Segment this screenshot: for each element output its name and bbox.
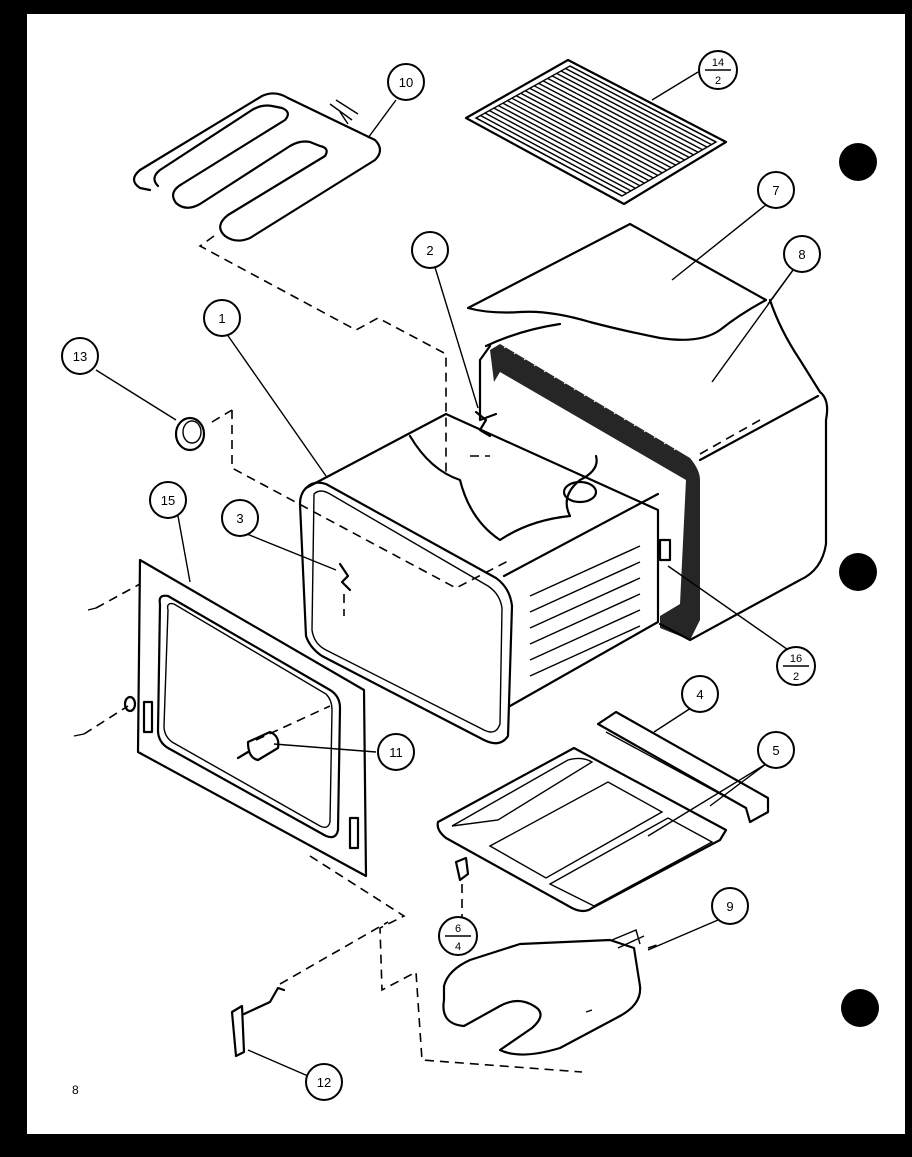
callout-13: 13: [61, 337, 99, 375]
callout-label: 1: [218, 311, 225, 326]
bake-element: [442, 929, 661, 1056]
callout-11: 11: [377, 733, 415, 771]
callout-9: 9: [711, 887, 749, 925]
callout-label: 13: [73, 349, 87, 364]
binder-hole: [839, 553, 877, 591]
fraction-bottom: 4: [455, 941, 461, 953]
callout-label: 11: [389, 745, 403, 760]
rack-clip: [338, 562, 352, 616]
callout-label: 8: [798, 247, 805, 262]
oven-rack: [464, 58, 728, 206]
callout-label: 12: [317, 1075, 331, 1090]
screw: [585, 1009, 593, 1013]
lens-leader: [211, 409, 233, 423]
callout-1: 1: [203, 299, 241, 337]
broil-element-leader: [198, 235, 447, 474]
terminal-leader: [279, 921, 389, 985]
window-leader: [231, 410, 511, 589]
callout-10: 10: [387, 63, 425, 101]
callout-2: 2: [411, 231, 449, 269]
door-frame: [136, 558, 368, 878]
callout-label: 7: [772, 183, 779, 198]
callout-label: 5: [772, 743, 779, 758]
callout-12: 12: [305, 1063, 343, 1101]
screw-leader: [83, 705, 129, 735]
binder-hole: [839, 143, 877, 181]
insulation-wrap: [478, 298, 829, 642]
terminal-block: [230, 986, 286, 1058]
fraction-callout-16-2: 16 2: [776, 646, 816, 686]
callout-8: 8: [783, 235, 821, 273]
fraction-bottom: 2: [793, 671, 799, 683]
grommet: [123, 695, 137, 713]
light-lens: [174, 416, 206, 452]
screw: [87, 607, 97, 611]
callout-4: 4: [681, 675, 719, 713]
heat-deflector: [596, 710, 770, 824]
sensor-leader: [255, 705, 331, 741]
callout-label: 15: [161, 493, 175, 508]
oven-sensor: [236, 730, 280, 762]
screw-clip-top: [474, 410, 492, 438]
callout-label: 10: [399, 75, 413, 90]
screw: [73, 733, 85, 737]
callout-label: 4: [696, 687, 703, 702]
page-number: 8: [72, 1083, 79, 1097]
callout-15: 15: [149, 481, 187, 519]
screw-leader: [95, 583, 141, 609]
callout-label: 2: [426, 243, 433, 258]
broil-element: [132, 92, 382, 242]
fraction-callout-6-4: 64: [438, 916, 478, 956]
callout-label: 9: [726, 899, 733, 914]
fraction-16-part: [658, 538, 672, 562]
callout-3: 3: [221, 499, 259, 537]
binder-hole: [841, 989, 879, 1027]
callout-5: 5: [757, 731, 795, 769]
fraction-top: 16: [790, 653, 802, 665]
insulation-top: [466, 222, 768, 341]
fraction-top: 14: [712, 57, 724, 69]
fraction-bottom: 2: [715, 75, 721, 87]
oven-bottom: [436, 746, 728, 913]
callout-label: 3: [236, 511, 243, 526]
oven-liner: [298, 412, 672, 745]
leader-lines: [95, 71, 797, 1077]
callout-7: 7: [757, 171, 795, 209]
bake-element-leader: [309, 855, 583, 1073]
fraction-callout-14-2: 14 2: [698, 50, 738, 90]
fraction-top: 6: [455, 923, 461, 935]
